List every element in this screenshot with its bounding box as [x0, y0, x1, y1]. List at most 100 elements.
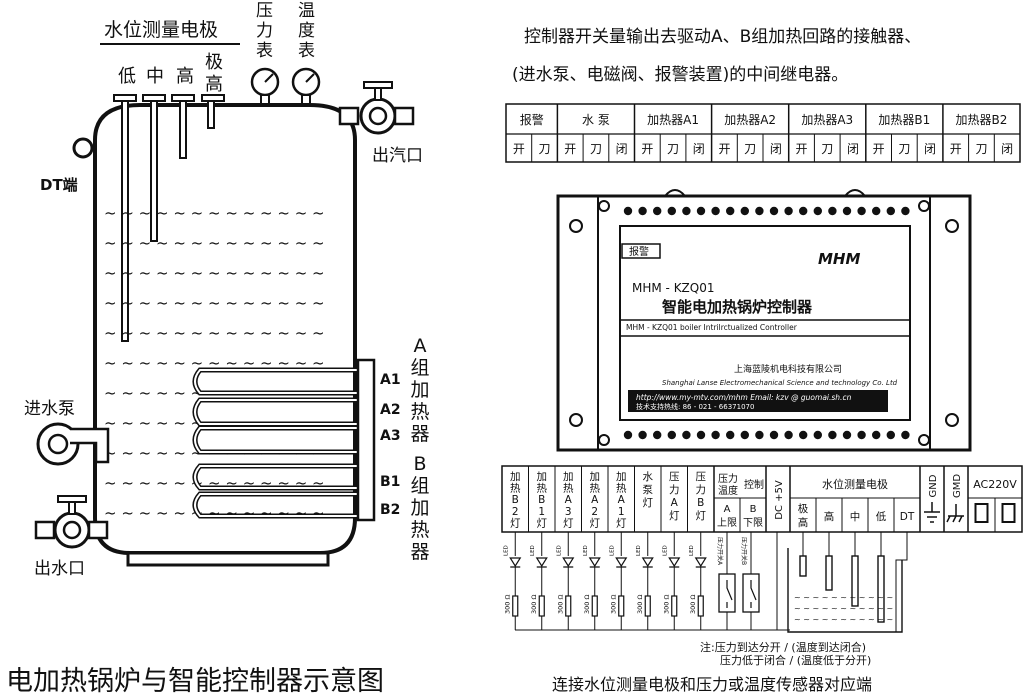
output-col-label: 闭: [924, 142, 936, 156]
terminal-screw-icon: [740, 430, 749, 440]
led-icon: [694, 557, 707, 568]
note-line1: 注:压力到达分开 / (温度到达闭合): [700, 640, 866, 654]
output-col-label: 刀: [975, 142, 987, 156]
lamp-terminal-label: B: [697, 497, 704, 509]
input-terminal-table: 加热B2灯加热B1灯加热A3灯加热A2灯加热A1灯水泵灯压力A灯压力B灯压力温度…: [501, 465, 1023, 533]
resistor-label: 300 Ω: [556, 595, 564, 614]
group-b-label-char: 器: [410, 541, 429, 563]
terminal-screw-icon: [726, 206, 735, 216]
led-icon: [535, 557, 548, 568]
steam-outlet-label: 出汽口: [372, 146, 423, 166]
electrode-probe-icon: [825, 555, 833, 591]
resistor-label: 300 Ω: [609, 595, 617, 614]
alarm-badge-text: 报警: [629, 245, 649, 258]
lamp-terminal-label: 灯: [696, 510, 707, 522]
heater-coils: [192, 367, 358, 519]
water-wave-row: ~ ~ ~ ~ ~ ~ ~ ~ ~ ~ ~ ~ ~: [104, 264, 325, 282]
dc-label: DC +5V: [774, 480, 785, 520]
terminal-screw-icon: [901, 430, 910, 440]
corner-screw-icon: [598, 200, 610, 212]
terminal-screw-icon: [784, 206, 793, 216]
lamp-terminal-label: 水: [643, 471, 654, 483]
led-label: LED: [503, 545, 509, 556]
lamp-terminal-label: 3: [565, 506, 572, 518]
terminal-screw-icon: [755, 206, 764, 216]
water-level-col-label: 低: [876, 510, 887, 523]
electrode-rod-low: [121, 100, 129, 342]
terminal-screw-icon: [842, 206, 852, 216]
water-level-title: 水位测量电极: [822, 477, 888, 491]
pressure-gauge-label-2: 力: [256, 21, 273, 41]
lamp-terminal-label: B: [512, 494, 519, 506]
dt-label: DT端: [40, 176, 78, 194]
temp-gauge-icon: [291, 67, 321, 108]
switch-contact-icon: [750, 580, 757, 608]
pt-col-label: 下限: [743, 517, 763, 529]
lamp-terminal-label: 灯: [669, 510, 680, 522]
water-wave-row: ~ ~ ~ ~ ~ ~ ~ ~ ~ ~ ~ ~ ~: [104, 324, 325, 342]
electrode-rod-high: [179, 100, 187, 159]
terminal-screw-icon: [828, 430, 837, 440]
pt-title-part: 温度: [718, 484, 738, 497]
terminal-row-top: [623, 206, 910, 216]
terminal-screw-icon: [901, 206, 910, 216]
resistor-icon: [697, 595, 704, 617]
output-col-label: 开: [796, 142, 808, 156]
led-icon: [509, 557, 522, 568]
led-icon: [615, 557, 628, 568]
output-col-label: 开: [513, 142, 525, 156]
output-col-label: 闭: [616, 142, 628, 156]
output-col-label: 闭: [693, 142, 705, 156]
heater-label-a1: A1: [380, 372, 401, 388]
terminal-screw-icon: [813, 430, 822, 440]
dt-terminal-icon: [72, 137, 94, 159]
lamp-terminal-label: 灯: [616, 517, 627, 529]
contact-website: http://www.my-mtv.com/mhm Email: kzv @ g…: [636, 393, 852, 402]
controller-name-en: MHM - KZQ01 boiler Intrilrctualized Cont…: [626, 323, 798, 332]
heater-label-b1: B1: [380, 474, 400, 490]
output-group-label: 报警: [520, 112, 544, 127]
lamp-terminal-label: 2: [512, 506, 519, 518]
terminal-screw-icon: [872, 206, 881, 216]
lamp-terminal-label: 热: [590, 482, 601, 495]
corner-screw-icon: [598, 434, 610, 446]
lamp-terminal-label: 加: [510, 471, 521, 483]
pt-title-part: 控制: [744, 478, 764, 491]
terminal-screw-icon: [711, 206, 720, 216]
group-b-label-char: 组: [410, 475, 429, 497]
terminal-screw-icon: [784, 430, 793, 440]
output-col-label: 刀: [539, 142, 551, 156]
temp-gauge-label-2: 度: [298, 21, 315, 41]
lamp-terminal-label: 热: [537, 482, 548, 495]
led-label: LED: [636, 545, 642, 556]
output-col-label: 闭: [1001, 142, 1013, 156]
water-outlet-valve-icon: [34, 495, 109, 549]
resistor-label: 300 Ω: [689, 595, 697, 614]
resistor-label: 300 Ω: [530, 595, 538, 614]
heater-coil-inner: [194, 369, 358, 394]
terminal-table-frame: [501, 465, 1023, 533]
resistor-label: 300 Ω: [662, 595, 670, 614]
water-outlet-label: 出水口: [34, 559, 85, 579]
heater-coil-inner: [194, 493, 358, 517]
lamp-terminal-label: 热: [563, 482, 574, 495]
water-level-col-label: 极: [798, 502, 809, 515]
lamp-terminal-label: 灯: [590, 517, 601, 529]
resistor-icon: [512, 595, 519, 617]
output-col-label: 开: [873, 142, 885, 156]
heater-label-b2: B2: [380, 502, 400, 518]
group-b-label-char: B: [413, 453, 426, 475]
resistor-label: 300 Ω: [583, 595, 591, 614]
output-col-label: 刀: [821, 142, 833, 156]
boiler-base: [126, 551, 330, 567]
controller-model: MHM - KZQ01: [632, 281, 715, 295]
electrode-label-extra-high-2: 高: [205, 74, 223, 95]
lamp-terminal-label: A: [591, 494, 599, 506]
terminal-screw-icon: [857, 430, 866, 440]
pressure-gauge-icon: [250, 67, 280, 108]
electrode-probe-icon: [799, 555, 807, 577]
alarm-badge: [621, 243, 661, 259]
heater-coil-inner: [194, 427, 358, 453]
terminal-screw-icon: [813, 206, 822, 216]
